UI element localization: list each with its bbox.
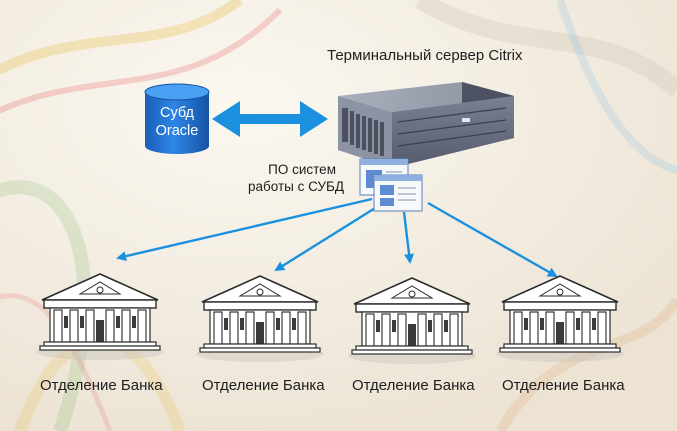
bank-building-4-icon	[495, 275, 625, 363]
software-label: ПО систем работы с СУБД	[248, 161, 344, 195]
software-label-line1: ПО систем	[268, 162, 336, 177]
software-label-line2: работы с СУБД	[248, 179, 344, 194]
server-icon	[338, 82, 514, 168]
connection-lines	[116, 197, 558, 278]
arrow-to-branch-1	[116, 197, 373, 262]
db-server-link	[212, 101, 328, 137]
arrow-to-branch-4	[427, 201, 558, 278]
bank-building-2-icon	[195, 275, 325, 363]
database-cylinder-icon	[144, 83, 210, 154]
branch-label: Отделение Банка	[40, 377, 163, 394]
database-label: Субд Oracle	[144, 104, 210, 140]
branch-label: Отделение Банка	[202, 377, 325, 394]
software-windows-icon	[359, 158, 423, 212]
arrow-to-branch-3	[402, 211, 415, 264]
server-title: Терминальный сервер Citrix	[327, 47, 523, 64]
branch-label: Отделение Банка	[502, 377, 625, 394]
branch-label: Отделение Банка	[352, 377, 475, 394]
database-label-line1: Субд	[160, 105, 194, 121]
bank-building-3-icon	[347, 277, 477, 365]
bank-building-1-icon	[35, 273, 165, 361]
arrow-to-branch-2	[274, 203, 381, 272]
database-label-line2: Oracle	[155, 123, 199, 139]
